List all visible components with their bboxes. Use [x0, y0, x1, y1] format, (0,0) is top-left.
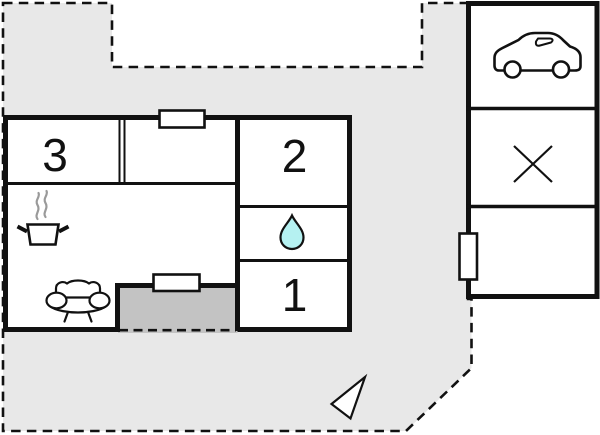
room-1-label: 1	[282, 269, 308, 321]
carport-door	[458, 232, 479, 281]
sofa-icon	[45, 279, 111, 323]
room-2-label: 2	[282, 130, 308, 182]
cross-icon	[513, 145, 553, 183]
main-building: 3 2 1	[3, 109, 352, 333]
car-icon	[493, 31, 582, 79]
top-window	[158, 109, 206, 129]
carport-building	[458, 1, 600, 299]
steam-icon	[35, 189, 49, 221]
cooking-pot-icon	[16, 223, 70, 246]
terrace-door	[152, 273, 201, 293]
terrace	[118, 286, 238, 333]
carport-outline	[466, 1, 600, 299]
water-drop-icon	[279, 212, 305, 251]
north-arrow-icon	[329, 373, 368, 421]
room-3-label: 3	[42, 129, 68, 181]
